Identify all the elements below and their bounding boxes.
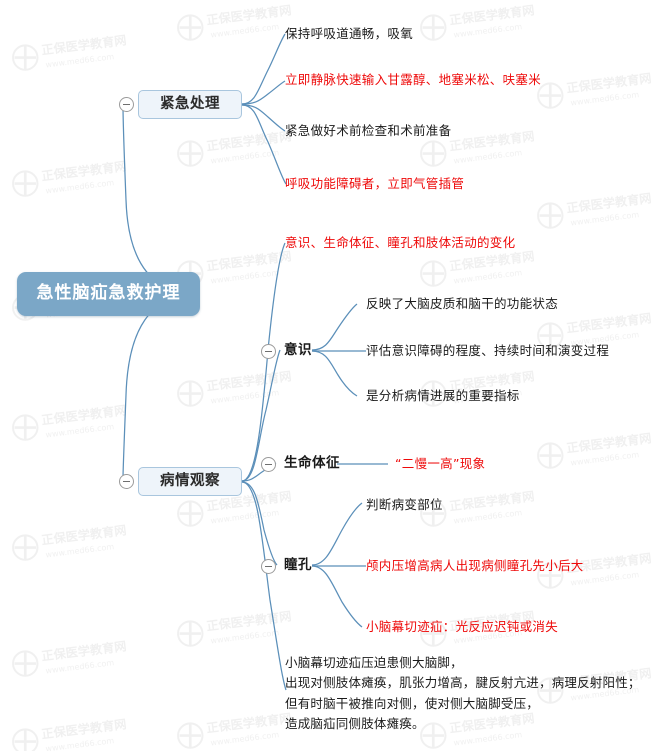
leaf-node[interactable]: “二慢一高”现象 (395, 456, 486, 471)
collapse-toggle-vital-signs[interactable] (261, 457, 276, 472)
leaf-node[interactable]: 立即静脉快速输入甘露醇、地塞米松、呋塞米 (285, 72, 542, 87)
leaf-node[interactable]: 颅内压增高病人出现病侧瞳孔先小后大 (366, 558, 584, 573)
leaf-node[interactable]: 是分析病情进展的重要指标 (366, 388, 520, 403)
leaf-node[interactable]: 保持呼吸道通畅，吸氧 (285, 26, 414, 41)
leaf-node[interactable]: 评估意识障碍的程度、持续时间和演变过程 (366, 343, 610, 358)
collapse-toggle-pupil[interactable] (261, 559, 276, 574)
leaf-node[interactable]: 反映了大脑皮质和脑干的功能状态 (366, 296, 559, 311)
subbranch-node-consciousness[interactable]: 意识 (284, 342, 312, 358)
collapse-toggle-consciousness[interactable] (261, 344, 276, 359)
leaf-node[interactable]: 判断病变部位 (366, 497, 443, 512)
collapse-toggle-emergency-treatment[interactable] (119, 97, 134, 112)
subbranch-node-pupil[interactable]: 瞳孔 (284, 557, 312, 573)
subbranch-node-vital-signs[interactable]: 生命体征 (284, 455, 340, 471)
collapse-toggle-condition-observation[interactable] (119, 474, 134, 489)
leaf-node[interactable]: 意识、生命体征、瞳孔和肢体活动的变化 (285, 235, 516, 250)
branch-node-emergency-treatment[interactable]: 紧急处理 (138, 90, 242, 119)
leaf-node[interactable]: 紧急做好术前检查和术前准备 (285, 123, 452, 138)
root-node[interactable]: 急性脑疝急救护理 (17, 272, 200, 316)
leaf-node[interactable]: 呼吸功能障碍者，立即气管插管 (285, 176, 465, 191)
leaf-node[interactable]: 小脑幕切迹疝：光反应迟钝或消失 (366, 619, 559, 634)
branch-node-condition-observation[interactable]: 病情观察 (138, 467, 242, 496)
note-paragraph[interactable]: 小脑幕切迹疝压迫患侧大脑脚， 出现对侧肢体瘫痪，肌张力增高，腱反射亢进，病理反射… (285, 655, 641, 731)
